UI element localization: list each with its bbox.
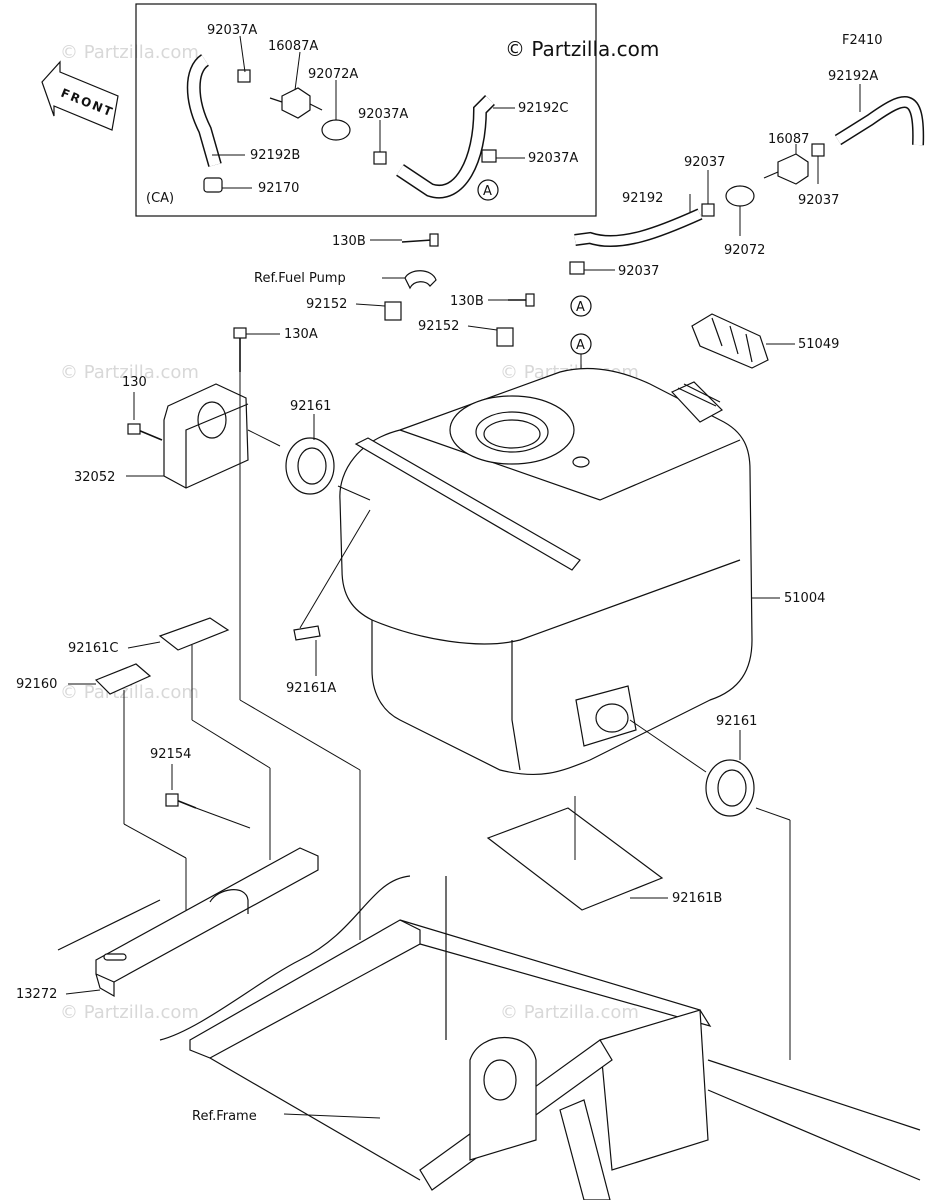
part-92161: 92161 (716, 714, 757, 729)
part-92161C: 92161C (68, 641, 118, 656)
top-fasteners: 130B Ref.Fuel Pump 92152 130B 92152 (254, 233, 535, 347)
part-32052: 32052 (74, 470, 115, 485)
part-92037: 92037 (684, 155, 725, 170)
grommets: 92161 92161 (285, 399, 791, 1060)
mount-rail: 13272 (16, 847, 319, 1002)
watermarks: © Partzilla.com © Partzilla.com © Partzi… (60, 42, 639, 1023)
ca-inset: (CA) A 92037A 16087A 92072A 92037A (135, 3, 597, 217)
part-92152: 92152 (306, 297, 347, 312)
watermark: © Partzilla.com (60, 1002, 199, 1023)
part-92160: 92160 (16, 677, 57, 692)
part-92037A: 92037A (207, 23, 257, 38)
part-130B: 130B (332, 234, 366, 249)
part-130B: 130B (450, 294, 484, 309)
frame: Ref.Frame (57, 875, 921, 1200)
part-130A: 130A (284, 327, 318, 342)
part-51004: 51004 (784, 591, 825, 606)
part-130: 130 (122, 375, 147, 390)
part-92161: 92161 (290, 399, 331, 414)
watermark: © Partzilla.com (60, 362, 199, 383)
watermark: © Partzilla.com (60, 682, 199, 703)
inset-label: (CA) (146, 191, 174, 206)
front-arrow-icon: FRONT (41, 60, 119, 131)
part-92192A: 92192A (828, 69, 878, 84)
vent-hose-assembly: A A 92192A 16087 92037 92037 92192 92072… (569, 69, 925, 450)
part-92037A: 92037A (528, 151, 578, 166)
ref-a-marker (477, 179, 499, 201)
part-92072: 92072 (724, 243, 765, 258)
part-92154: 92154 (150, 747, 191, 762)
part-16087: 16087 (768, 132, 809, 147)
part-92161A: 92161A (286, 681, 336, 696)
part-92170: 92170 (258, 181, 299, 196)
part-92037A: 92037A (358, 107, 408, 122)
ref-frame: Ref.Frame (192, 1109, 257, 1124)
watermark: © Partzilla.com (60, 42, 199, 63)
fuel-cap: 51049 (691, 313, 839, 369)
part-92192: 92192 (622, 191, 663, 206)
ref-a-label: A (483, 184, 492, 199)
part-92192B: 92192B (250, 148, 300, 163)
part-92037: 92037 (798, 193, 839, 208)
part-13272: 13272 (16, 987, 57, 1002)
figure-code: F2410 (842, 33, 883, 48)
part-92161B: 92161B (672, 891, 722, 906)
part-92192C: 92192C (518, 101, 568, 116)
part-51049: 51049 (798, 337, 839, 352)
copyright-watermark: © Partzilla.com (505, 37, 659, 61)
part-92152: 92152 (418, 319, 459, 334)
pads: 92161C 92160 92161A 92161B 92154 (16, 509, 722, 911)
ref-a-label: A (576, 338, 585, 353)
ref-fuel-pump: Ref.Fuel Pump (254, 271, 346, 286)
watermark: © Partzilla.com (500, 1002, 639, 1023)
part-92072A: 92072A (308, 67, 358, 82)
fuel-tank: 51004 (339, 367, 825, 776)
part-92037: 92037 (618, 264, 659, 279)
part-16087A: 16087A (268, 39, 318, 54)
ref-a-label: A (576, 300, 585, 315)
